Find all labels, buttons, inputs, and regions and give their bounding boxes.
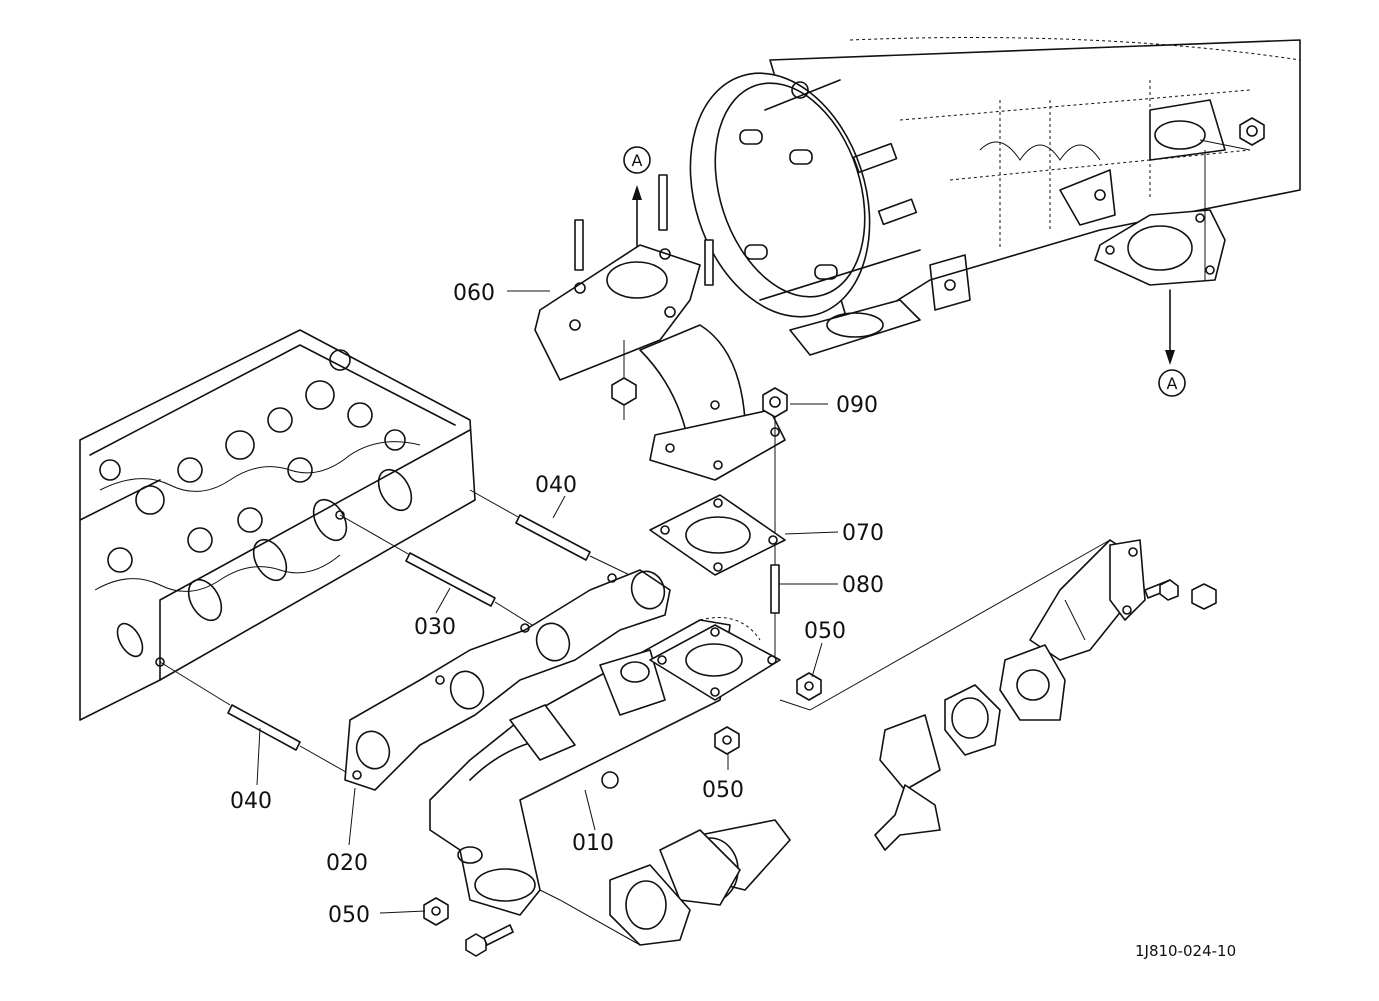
label-050-lower: 050 [328,903,370,928]
nut-050-lower [423,897,449,926]
manifold-gasket-020 [344,569,671,791]
exhaust-manifold-010 [429,617,781,916]
nut-090 [762,387,788,660]
label-050-right: 050 [804,619,846,644]
label-070: 070 [842,521,884,546]
nut-050-middle [714,726,740,755]
stud-040-lower [159,661,361,781]
elbow-pipe-060 [534,174,786,481]
bolt-icon [1191,583,1217,610]
label-040-lower: 040 [230,789,272,814]
stud-030 [339,514,541,631]
reference-arrow-lower: A [1158,289,1186,397]
label-090: 090 [836,393,878,418]
reference-mark: A [632,151,643,170]
gasket-070 [649,494,786,576]
label-020: 020 [326,851,368,876]
stud-040-upper [469,489,641,581]
part-labels: 060 090 040 070 080 050 030 050 040 010 … [230,281,884,928]
stud-080 [770,564,780,614]
leader-lines [256,290,839,914]
label-030: 030 [414,615,456,640]
nut-050-right [796,672,822,701]
bolt-icon [465,924,514,957]
nut-icon [1239,117,1265,146]
label-040-upper: 040 [535,473,577,498]
bolt-icon [1144,579,1179,601]
label-080: 080 [842,573,884,598]
label-060: 060 [453,281,495,306]
reference-mark: A [1167,374,1178,393]
label-010: 010 [572,831,614,856]
label-050-middle: 050 [702,778,744,803]
cylinder-head [79,329,476,721]
drawing-code: 1J810-024-10 [1135,942,1236,960]
egr-pipe-assembly [539,539,1217,946]
muffler-assembly [689,37,1301,356]
